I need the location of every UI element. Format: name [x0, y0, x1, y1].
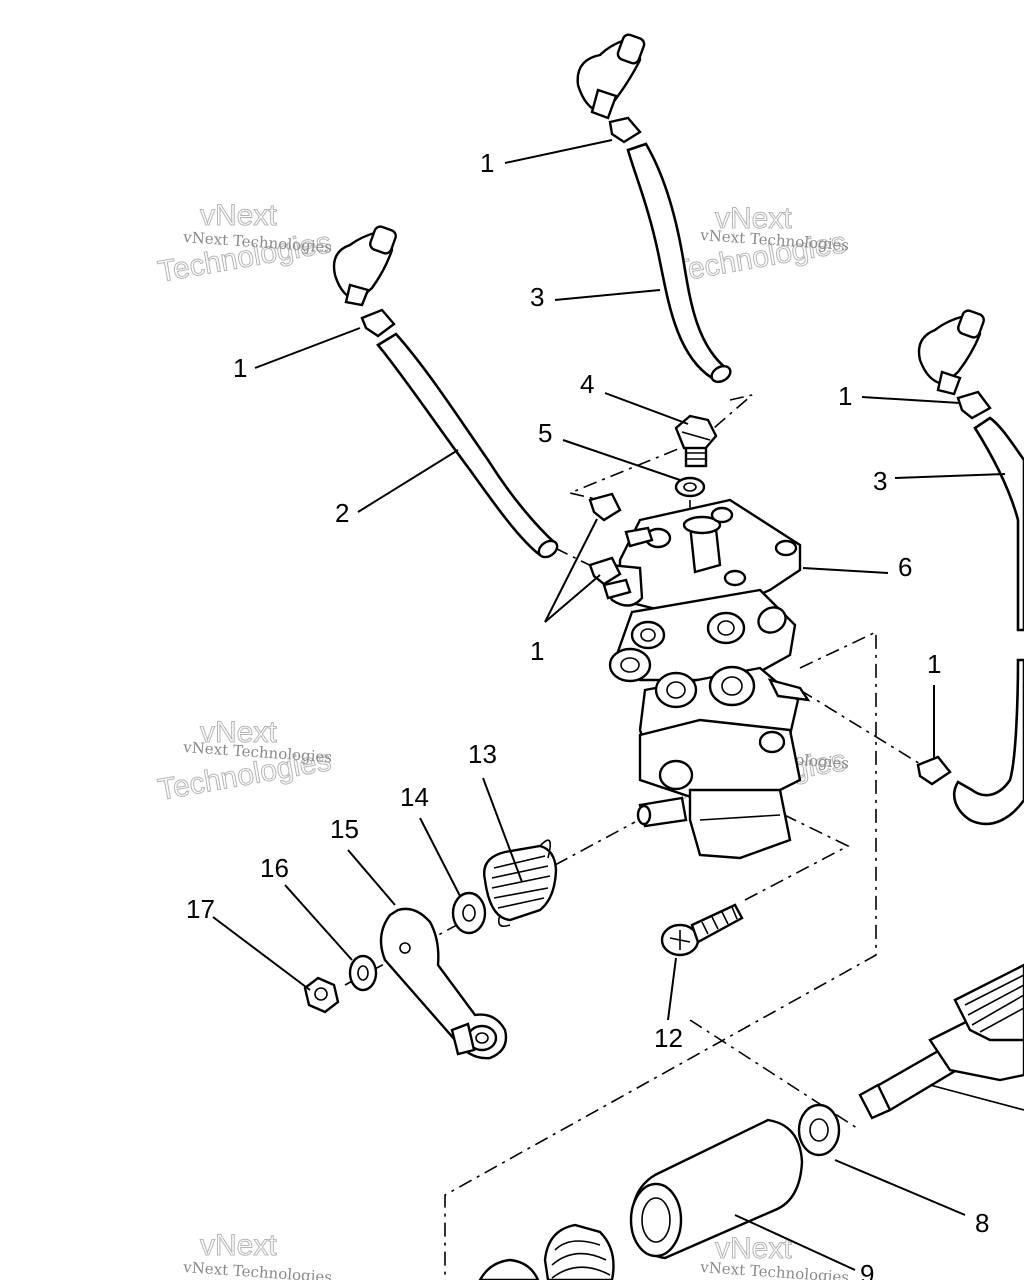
- watermark-brand-a: vNext: [715, 1232, 792, 1265]
- hose-left: [376, 332, 559, 557]
- nut-17: [303, 976, 340, 1014]
- nipple-1: [624, 526, 654, 548]
- washer-14: [451, 891, 487, 935]
- clamp-pump-1: [588, 492, 622, 522]
- callout-12: 12: [654, 1023, 683, 1053]
- callout-15: 15: [330, 814, 359, 844]
- banjo-fitting-right: [917, 309, 985, 396]
- lock-washer-16: [348, 954, 378, 992]
- spring-lower: [543, 1223, 615, 1280]
- oil-line-top: [576, 33, 732, 384]
- watermark-mid-left: vNext Technologies vNext Technologies: [155, 716, 334, 808]
- callout-14: 14: [400, 782, 429, 812]
- callout-3: 3: [530, 282, 544, 312]
- watermark-top-left: vNext Technologies vNext Technologies: [155, 199, 334, 290]
- leader-lines: [212, 139, 1006, 1271]
- hose-right-lower: [953, 658, 1024, 826]
- callout-8: 8: [975, 1208, 989, 1238]
- return-spring: [483, 839, 558, 928]
- callout-1: 1: [838, 381, 852, 411]
- oil-line-right: [916, 309, 1024, 826]
- sleeve: [629, 1118, 804, 1260]
- watermark-brand-a: vNext: [200, 199, 277, 232]
- sealing-washer: [674, 476, 706, 498]
- watermark-brand-a: vNext: [715, 202, 792, 235]
- oil-pump: [604, 498, 811, 860]
- watermark-brand-a: vNext: [200, 716, 277, 749]
- callout-3: 3: [873, 466, 887, 496]
- callout-labels: 1 3 1 2 4 5 6 1 3 1 1 13 14 15 16 17 12 …: [186, 148, 989, 1280]
- clamp-right-lower: [916, 755, 952, 786]
- banjo-bolt: [674, 414, 718, 468]
- callout-16: 16: [260, 853, 289, 883]
- callout-4: 4: [580, 369, 594, 399]
- callout-5: 5: [538, 418, 552, 448]
- banjo-fitting-left: [332, 225, 397, 307]
- watermark-bottom-left: vNext vNext Technologies: [182, 1229, 333, 1280]
- screw-12: [660, 903, 744, 957]
- callout-9: 9: [860, 1259, 874, 1280]
- clamp-top: [608, 116, 642, 144]
- o-ring-lower: [478, 1258, 540, 1280]
- clamp-right: [956, 390, 992, 420]
- callout-1: 1: [530, 636, 544, 666]
- thrust-washer: [797, 1103, 841, 1157]
- callout-1: 1: [927, 649, 941, 679]
- drive-shaft: [858, 963, 1024, 1120]
- watermark-brand-a: vNext: [200, 1229, 277, 1262]
- banjo-fitting-top: [576, 33, 646, 120]
- callout-1: 1: [233, 353, 247, 383]
- callout-13: 13: [468, 739, 497, 769]
- callout-6: 6: [898, 552, 912, 582]
- callout-17: 17: [186, 894, 215, 924]
- watermark-top-right: vNext Technologies vNext Technologies: [670, 202, 850, 290]
- watermark-bottom-right: vNext vNext Technologies: [699, 1232, 850, 1280]
- hose-right: [973, 416, 1024, 632]
- callout-2: 2: [335, 498, 349, 528]
- callout-1: 1: [480, 148, 494, 178]
- clamp-left: [360, 308, 396, 338]
- oil-line-left: [332, 225, 559, 559]
- nipple-2: [602, 578, 632, 600]
- control-lever: [379, 907, 508, 1060]
